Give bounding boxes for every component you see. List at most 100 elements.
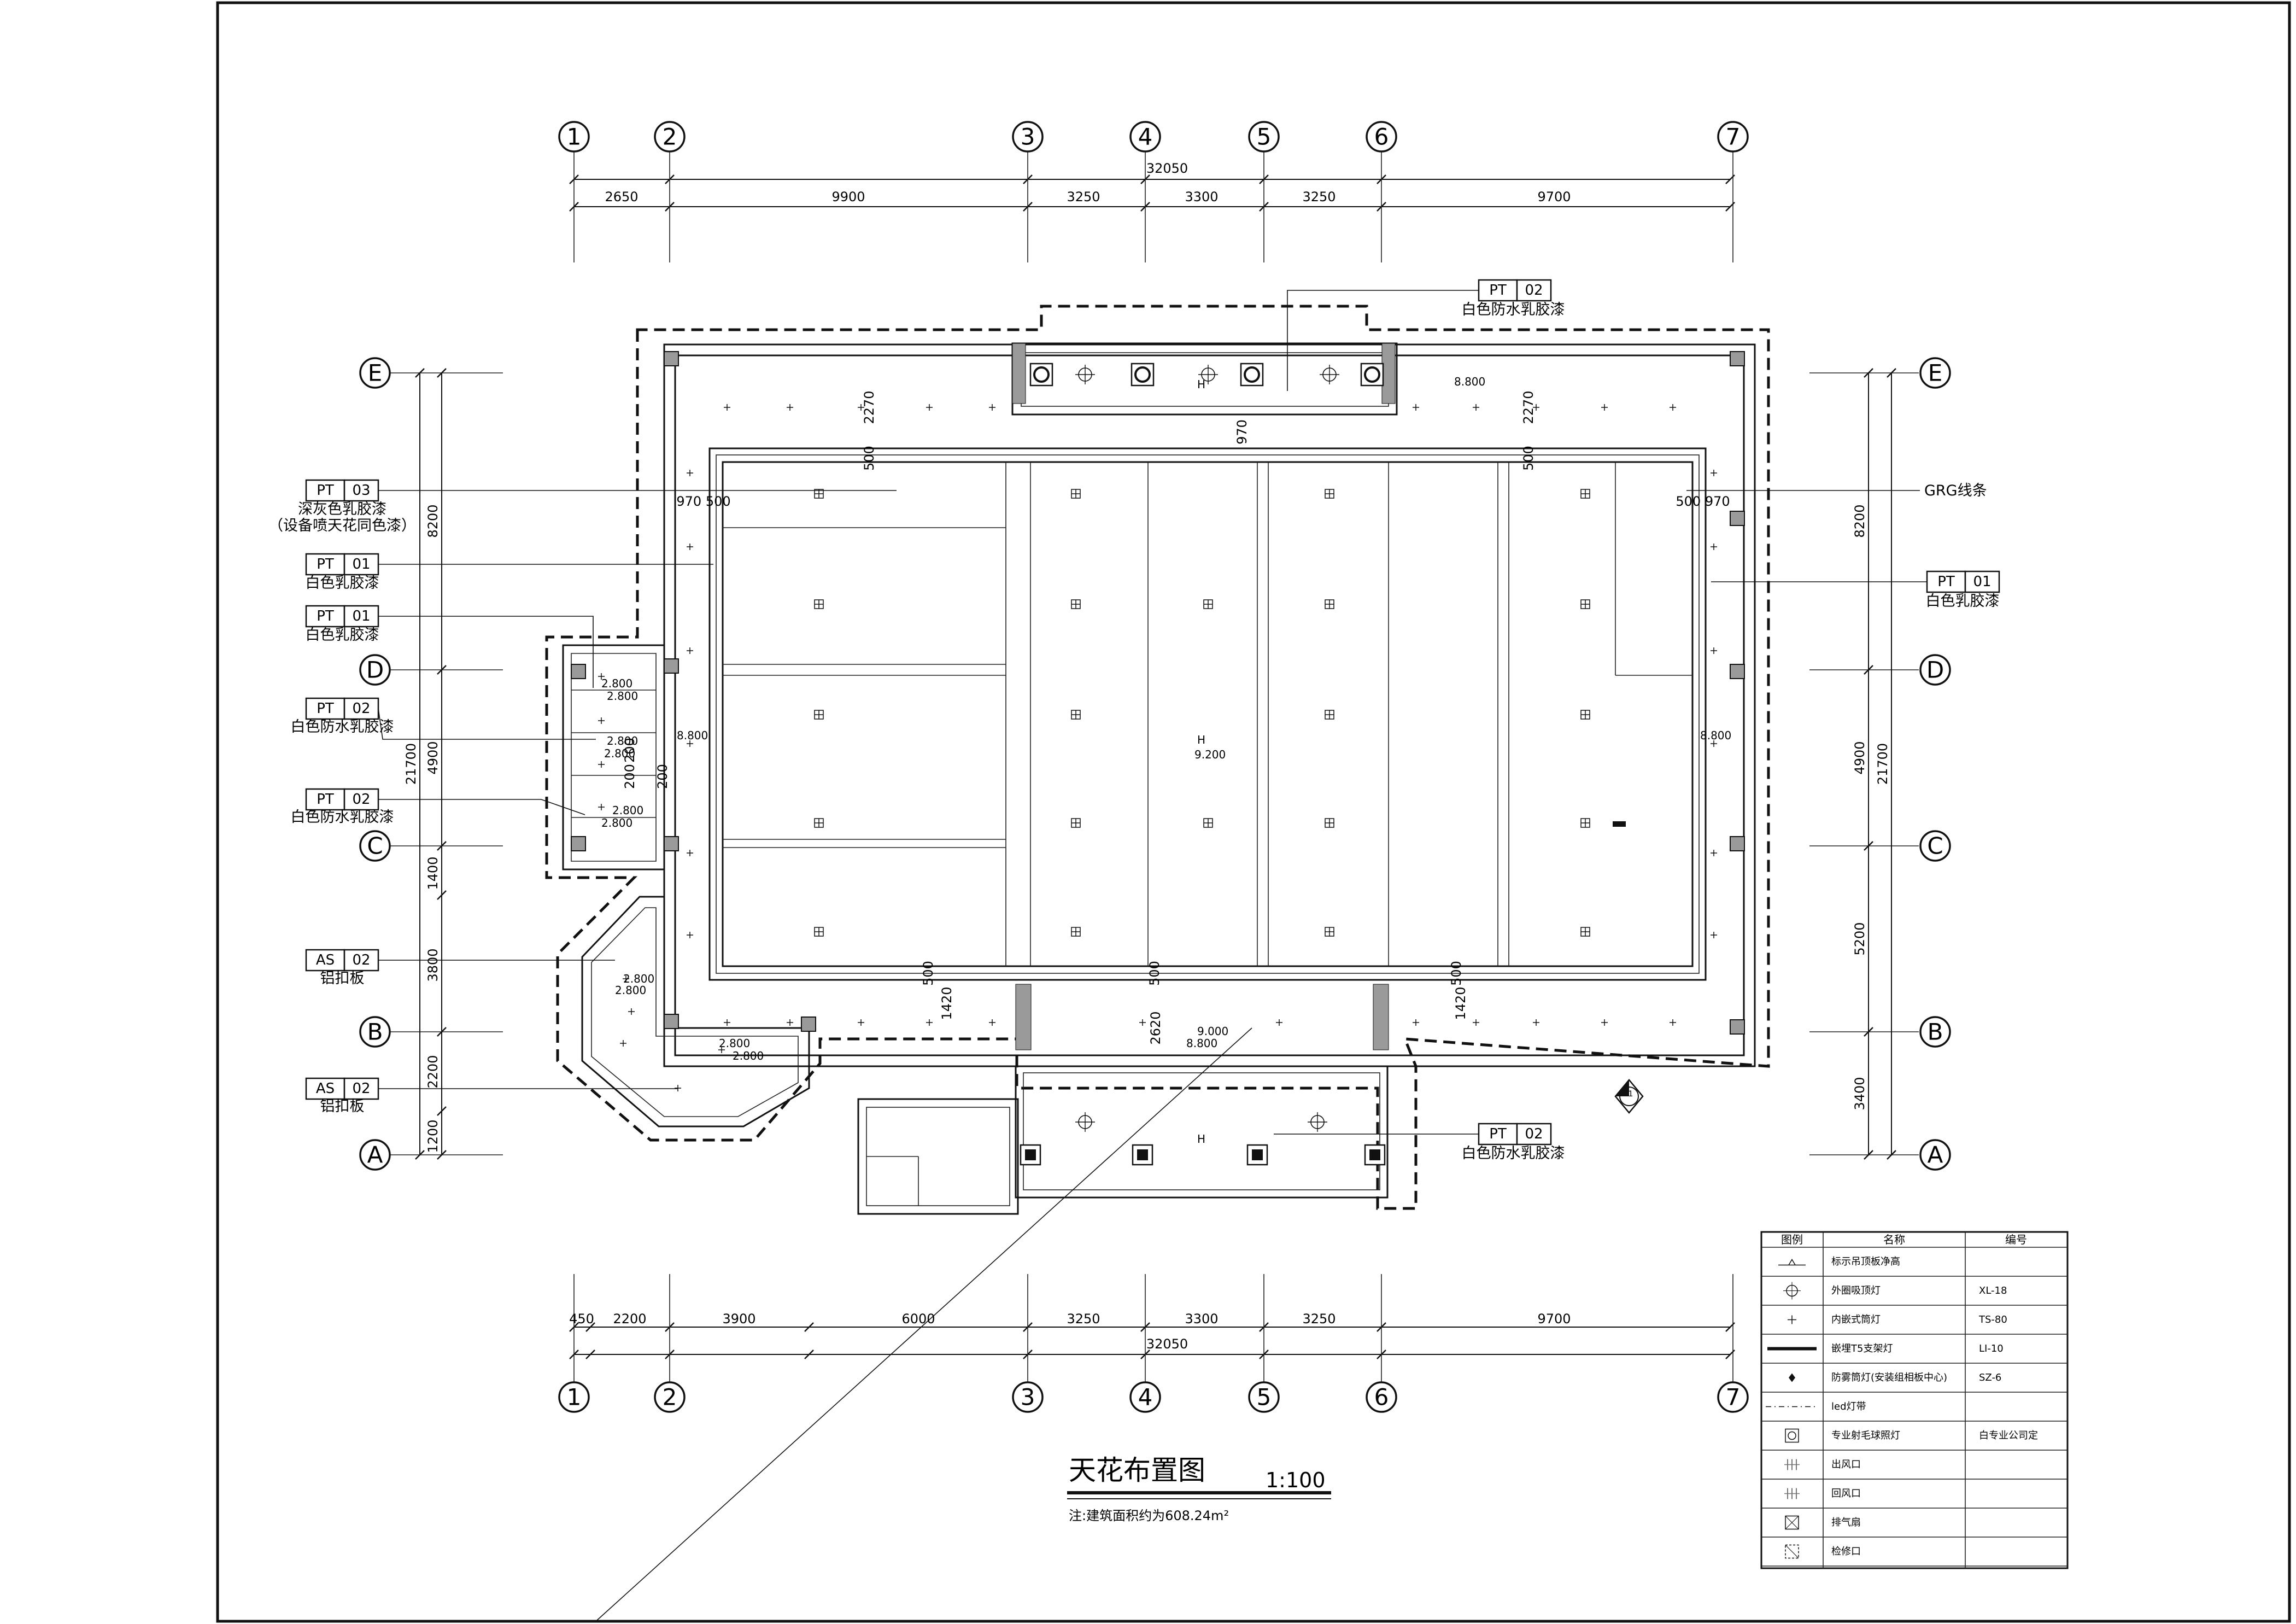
legend-item-name: 检修口 (1831, 1546, 1861, 1557)
dim-tick (585, 1350, 595, 1359)
recessed-downlight-icon (1580, 927, 1590, 937)
legend-item-name: 内嵌式筒灯 (1831, 1314, 1881, 1325)
left-dim-1: 8200 (425, 504, 441, 538)
svg-text:8.800: 8.800 (1454, 375, 1485, 388)
small-downlight-icon (1711, 850, 1717, 856)
ceiling-light-icon (1198, 365, 1218, 384)
legend-symbol-icon (1788, 1315, 1796, 1324)
legend-item-name: 标示吊顶板净高 (1831, 1256, 1900, 1267)
grid-bubble-top-5: 5 (1248, 121, 1280, 153)
grid-bubble-bottom-2: 2 (654, 1381, 686, 1413)
dim-tick (804, 1350, 814, 1359)
left-dim-6: 1200 (425, 1119, 441, 1153)
grid-bubble-top-3: 3 (1012, 121, 1044, 153)
svg-text:PT: PT (317, 482, 334, 499)
square-light-icon (1020, 1144, 1041, 1166)
recessed-downlight-icon (1071, 818, 1081, 828)
small-downlight-icon (787, 1019, 793, 1026)
recessed-downlight-icon (1071, 927, 1081, 937)
ceiling-light-icon (1075, 365, 1095, 384)
svg-text:A: A (367, 1142, 383, 1169)
grid-bubble-top-4: 4 (1129, 121, 1161, 153)
svg-text:AS: AS (316, 1080, 335, 1097)
svg-text:D: D (1926, 657, 1944, 684)
right-dim-3: 5200 (1852, 922, 1867, 955)
grid-bubble-bottom-5: 5 (1248, 1381, 1280, 1413)
svg-text:白色防水乳胶漆: 白色防水乳胶漆 (291, 718, 394, 735)
legend-item-name: 排气扇 (1831, 1517, 1861, 1528)
svg-text:白色乳胶漆: 白色乳胶漆 (1926, 593, 2000, 610)
left-dim-3: 1400 (425, 856, 441, 890)
grid-bubble-right-D: D (1919, 654, 1951, 686)
svg-text:E: E (368, 360, 383, 387)
small-downlight-icon (989, 404, 995, 411)
svg-text:5: 5 (1257, 124, 1272, 150)
svg-text:D: D (366, 657, 384, 684)
sport-floodlight-icon (1131, 363, 1155, 387)
small-downlight-icon (1413, 404, 1419, 411)
svg-text:H: H (1197, 733, 1205, 746)
small-downlight-icon (1670, 404, 1676, 411)
svg-text:B: B (1928, 1019, 1943, 1045)
right-overall-dim: 21700 (1875, 743, 1890, 785)
column (1381, 343, 1396, 404)
svg-text:白色防水乳胶漆: 白色防水乳胶漆 (1462, 1145, 1565, 1162)
small-downlight-icon (989, 1019, 995, 1026)
svg-text:02: 02 (352, 952, 370, 968)
svg-text:1420: 1420 (1453, 986, 1468, 1020)
svg-text:6: 6 (1374, 1384, 1389, 1411)
legend-symbol-icon (1785, 1428, 1799, 1443)
recessed-downlight-icon (814, 927, 824, 937)
small-downlight-icon (858, 404, 864, 411)
svg-text:450: 450 (569, 1311, 594, 1327)
column (1012, 343, 1026, 404)
recessed-downlight-icon (814, 710, 824, 720)
legend-item-code: LI-10 (1979, 1343, 2004, 1354)
grid-bubble-top-1: 1 (558, 121, 590, 153)
small-downlight-icon (1473, 404, 1479, 411)
svg-text:2: 2 (663, 1384, 677, 1411)
dim-tick (804, 1322, 814, 1332)
recessed-downlight-icon (814, 818, 824, 828)
recessed-downlight-icon (1071, 710, 1081, 720)
svg-text:深灰色乳胶漆: 深灰色乳胶漆 (298, 501, 386, 518)
right-grid-bubbles: E D C B A (1809, 357, 1951, 1171)
recessed-downlight-icon (814, 599, 824, 609)
legend-symbol-icon (1785, 1515, 1799, 1530)
grid-bubble-right-E: E (1919, 357, 1951, 389)
bottom-dimension-chain: 450 2200 3900 6000 3250 3300 3250 9700 3… (569, 1274, 1735, 1389)
light-fixtures (598, 363, 1717, 1166)
legend-item-name: 回风口 (1831, 1488, 1861, 1499)
small-downlight-icon (1711, 544, 1717, 550)
square-light-icon (1132, 1144, 1153, 1166)
svg-text:2.800: 2.800 (623, 972, 654, 985)
svg-text:500: 500 (921, 961, 936, 986)
svg-text:3250: 3250 (1067, 1311, 1100, 1327)
section-mark: 1 (1614, 1079, 1644, 1114)
legend-symbol-icon (1767, 1347, 1817, 1351)
svg-text:02: 02 (1525, 282, 1543, 299)
small-downlight-icon (598, 673, 605, 680)
svg-text:02: 02 (352, 791, 370, 808)
legend-symbol-icon (1789, 1373, 1795, 1382)
svg-text:2: 2 (663, 124, 677, 150)
grid-bubble-left-D: D (359, 654, 391, 686)
small-downlight-icon (926, 404, 933, 411)
drawing-note: 注:建筑面积约为608.24m² (1069, 1508, 1229, 1523)
svg-text:7: 7 (1726, 124, 1741, 150)
legend-item-name: 外圈吸顶灯 (1831, 1285, 1881, 1296)
recessed-downlight-icon (1071, 599, 1081, 609)
svg-text:02: 02 (352, 700, 370, 717)
svg-text:6000: 6000 (901, 1311, 935, 1327)
svg-text:2.800: 2.800 (733, 1049, 764, 1062)
small-downlight-icon (687, 647, 693, 654)
svg-text:PT: PT (1489, 282, 1507, 299)
svg-text:2.800: 2.800 (719, 1037, 750, 1050)
svg-text:2.800: 2.800 (607, 734, 638, 747)
